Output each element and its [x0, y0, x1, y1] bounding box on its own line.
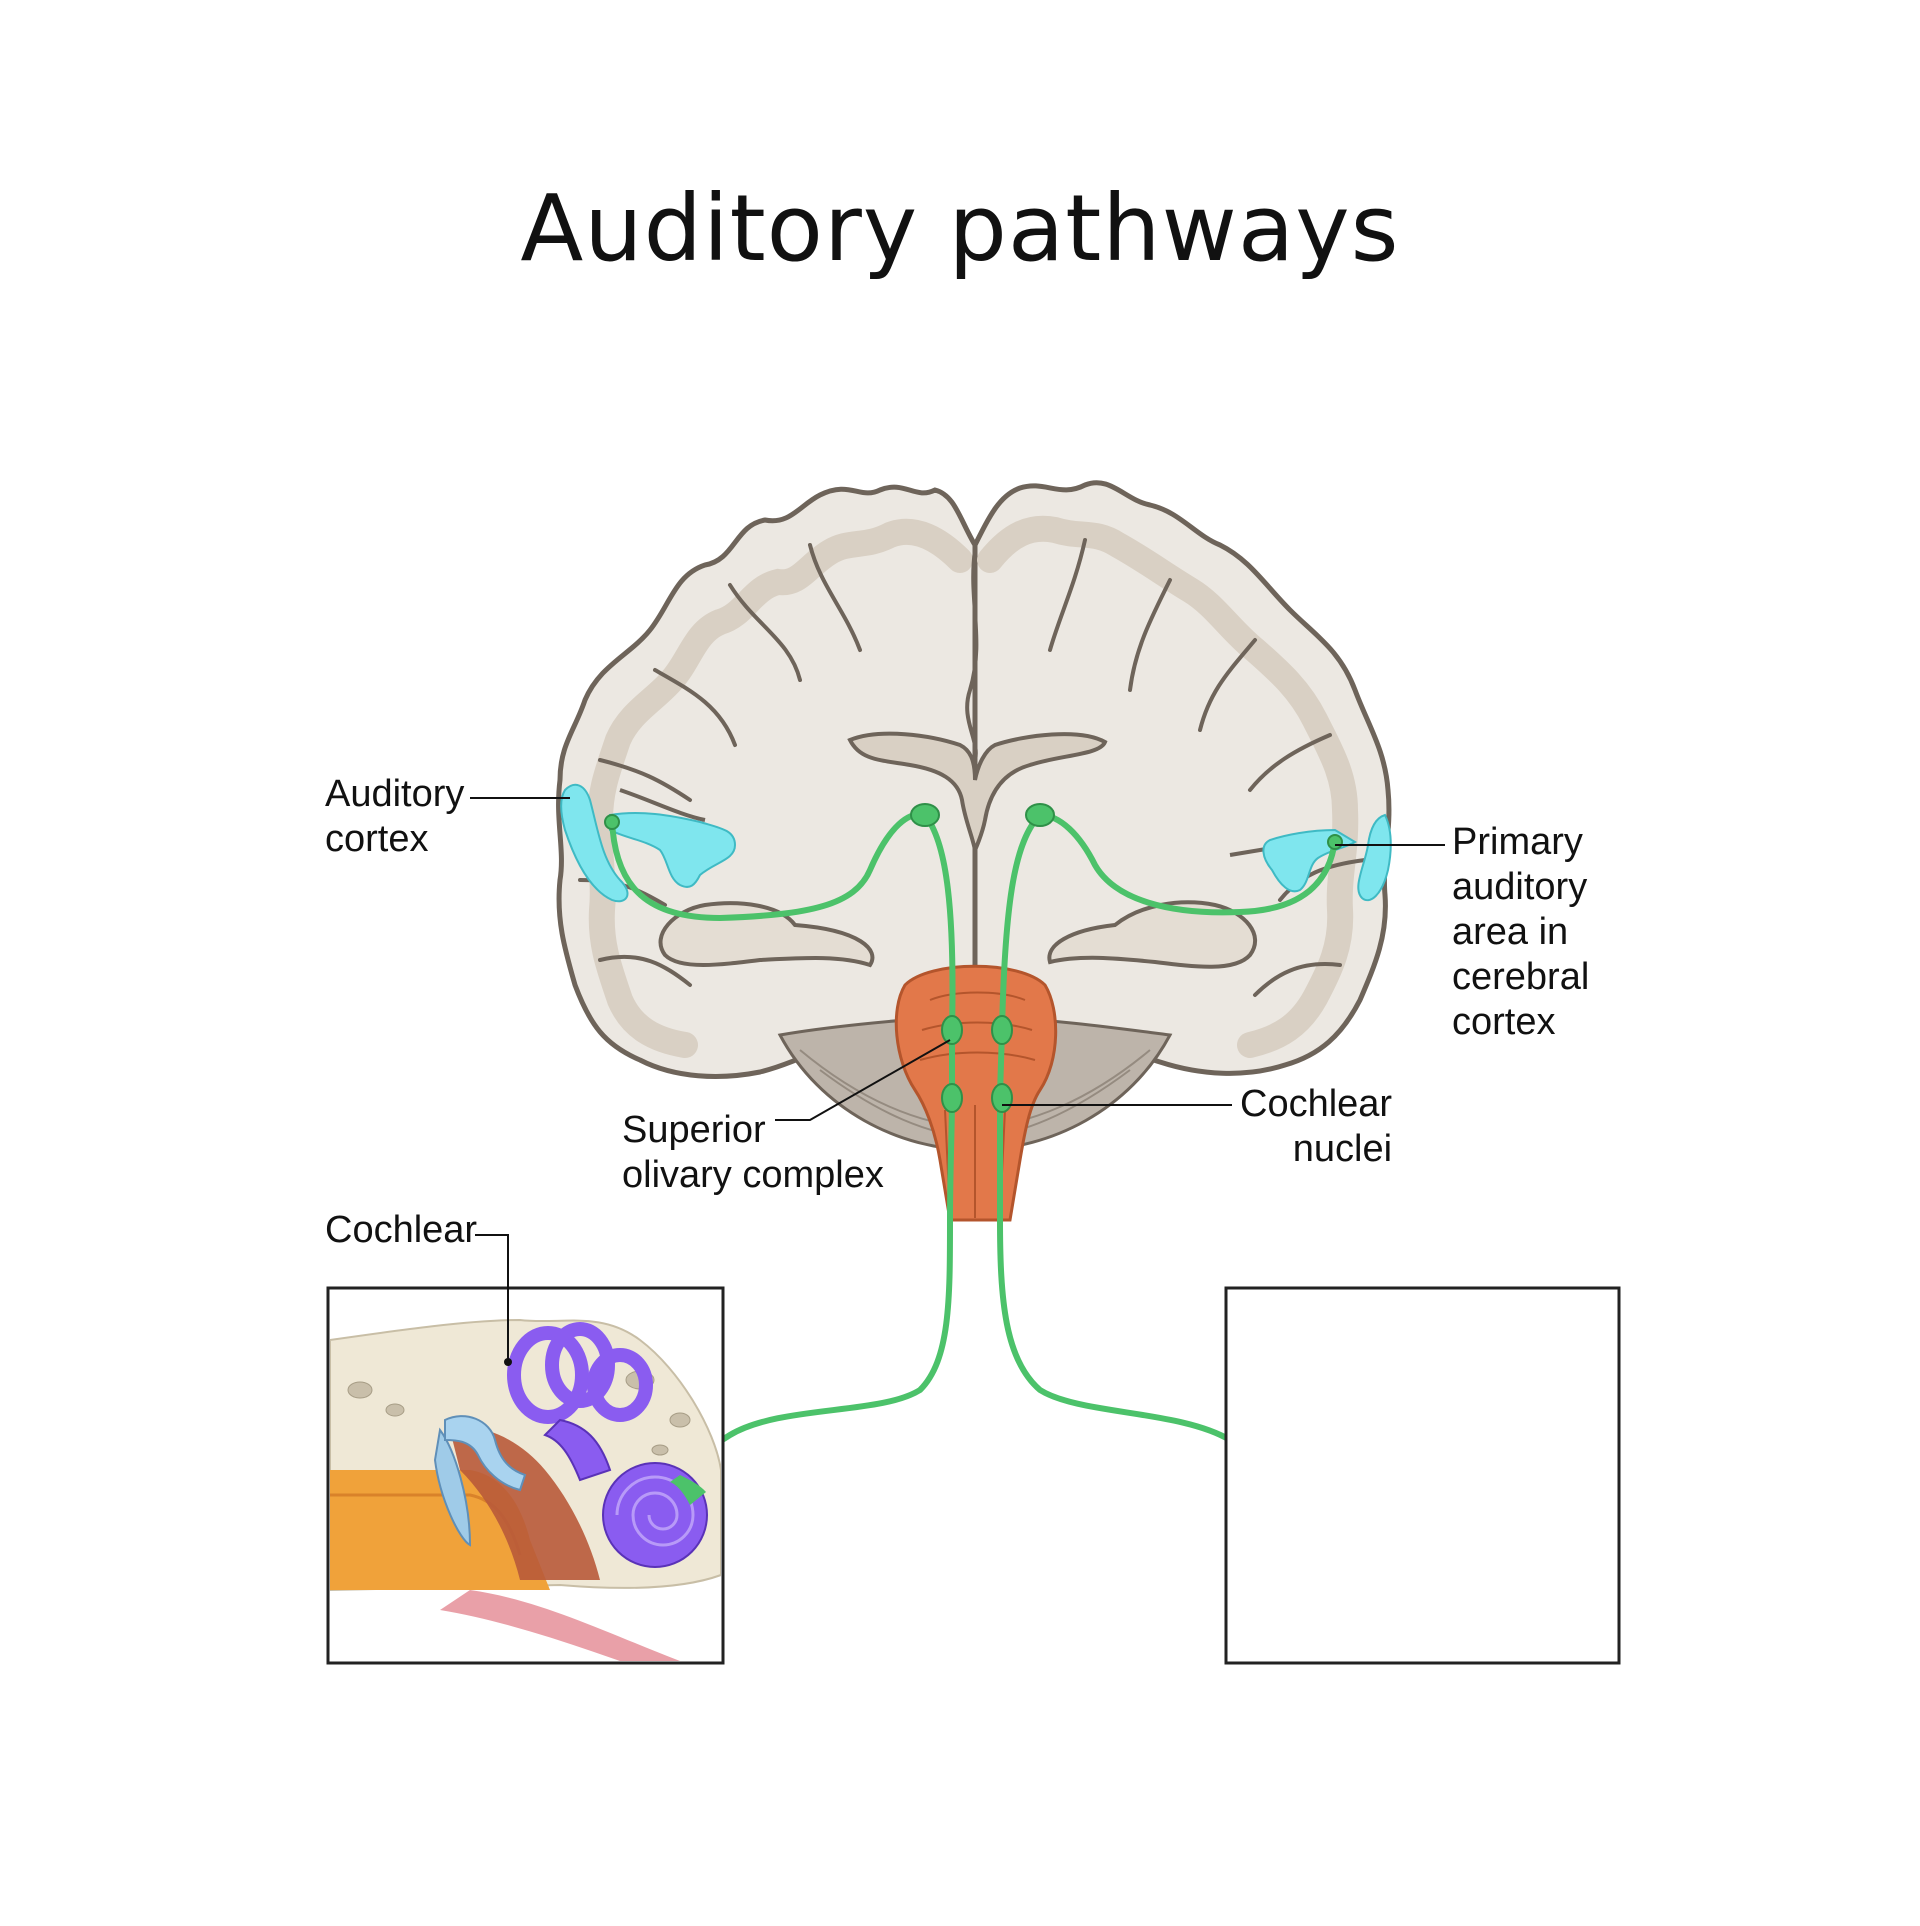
- left-medial-geniculate-node: [910, 803, 940, 827]
- left-cortex-band: [586, 518, 973, 1058]
- leader-lines: [470, 797, 1445, 1121]
- right-ear-inset: [1224, 1286, 1621, 1665]
- diagram-title: Auditory pathways: [520, 175, 1400, 282]
- sulci: [578, 538, 1367, 997]
- label-cochlear-nuclei: Cochlear nuclei: [1240, 1083, 1393, 1170]
- left-auditory-cortex-region: [560, 783, 737, 903]
- right-medial-geniculate-node: [1025, 803, 1055, 827]
- label-superior-olivary-complex: Superior olivary complex: [622, 1109, 884, 1196]
- pathway-nuclei: [604, 803, 1343, 1113]
- right-hemisphere: [972, 480, 1392, 1076]
- left-cochlear-nucleus-node: [941, 1083, 963, 1113]
- label-auditory-cortex: Auditory cortex: [325, 773, 465, 860]
- brain-section: [556, 480, 1392, 1079]
- lateral-ventricles: [847, 731, 1108, 857]
- left-ear-inset: [326, 1234, 725, 1665]
- right-auditory-cortex-region: [1262, 813, 1392, 902]
- right-cortex-band: [977, 515, 1359, 1058]
- label-primary-auditory-area: Primary auditory area in cerebral cortex: [1452, 821, 1590, 1043]
- left-cortex-node: [604, 814, 620, 830]
- left-olivary-node: [941, 1015, 963, 1045]
- right-cortex-node: [1327, 834, 1343, 850]
- label-cochlear: Cochlear: [325, 1209, 478, 1251]
- cochlear-leader-line: [475, 1234, 509, 1362]
- right-cochlear-nucleus-node: [991, 1083, 1013, 1113]
- olivary-complex-leader: [775, 1039, 951, 1121]
- right-olivary-node: [991, 1015, 1013, 1045]
- brainstem: [894, 964, 1058, 1222]
- right-temporal-lobe: [1047, 900, 1257, 969]
